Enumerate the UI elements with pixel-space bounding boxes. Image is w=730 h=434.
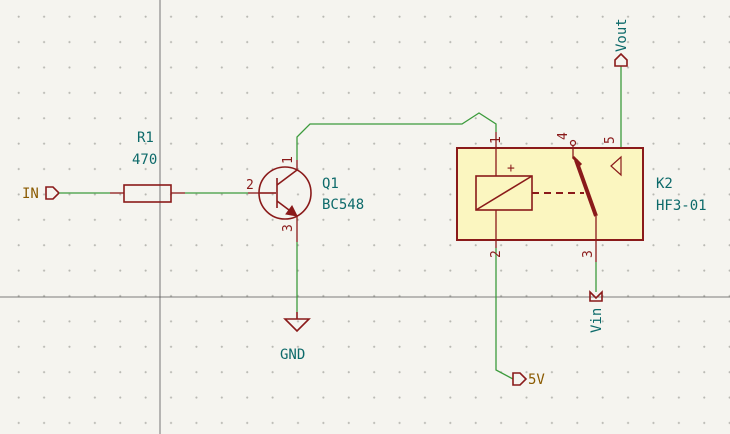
relay-switch-arm xyxy=(574,159,598,217)
input-port-flag xyxy=(45,186,61,200)
k2-pin-3: 3 xyxy=(581,250,596,258)
k2-value: HF3-01 xyxy=(656,198,707,214)
net-label-vout-text: Vout xyxy=(614,18,630,52)
wires xyxy=(59,66,622,380)
net-label-vout[interactable]: Vout xyxy=(614,18,630,67)
resistor-r1[interactable]: R1 470 xyxy=(110,130,185,203)
collector-lead xyxy=(276,169,298,186)
wire-k2-5v xyxy=(495,248,514,380)
k2-ref: K2 xyxy=(656,176,673,192)
r1-ref: R1 xyxy=(137,130,154,146)
relay-k2[interactable]: + 1 2 3 4 5 K2 HF3-01 xyxy=(456,132,707,262)
gnd-label: GND xyxy=(280,347,305,363)
q1-ref: Q1 xyxy=(322,176,339,192)
gnd-symbol[interactable]: GND xyxy=(280,312,311,363)
k2-pin-2: 2 xyxy=(489,250,504,258)
nc-contact xyxy=(569,139,577,147)
net-label-5v[interactable]: 5V xyxy=(512,372,545,388)
k2-pin-4: 4 xyxy=(556,132,571,140)
q1-pin-1: 1 xyxy=(281,156,296,164)
coil-plus: + xyxy=(507,161,515,176)
emitter-arrow xyxy=(285,205,298,217)
q1-pin-2: 2 xyxy=(246,178,254,193)
wire-q1-k2 xyxy=(296,112,497,160)
k2-pin-5: 5 xyxy=(603,136,618,144)
gnd-triangle xyxy=(283,318,311,333)
transistor-q1[interactable]: 2 1 3 Q1 BC548 xyxy=(246,156,364,242)
q1-value: BC548 xyxy=(322,197,364,213)
resistor-body xyxy=(123,184,172,203)
net-label-vin[interactable]: Vin xyxy=(589,290,605,333)
net-label-in-text: IN xyxy=(22,186,39,202)
net-label-vin-text: Vin xyxy=(589,308,605,333)
no-contact xyxy=(610,155,622,177)
vin-port-flag xyxy=(589,290,603,302)
r1-value: 470 xyxy=(132,152,157,168)
net-label-5v-text: 5V xyxy=(528,372,545,388)
net-label-in[interactable]: IN xyxy=(22,186,61,202)
k2-pin-1: 1 xyxy=(489,136,504,144)
vout-port-flag xyxy=(614,52,628,67)
q1-pin-3: 3 xyxy=(281,224,296,232)
5v-port-flag xyxy=(512,372,528,386)
